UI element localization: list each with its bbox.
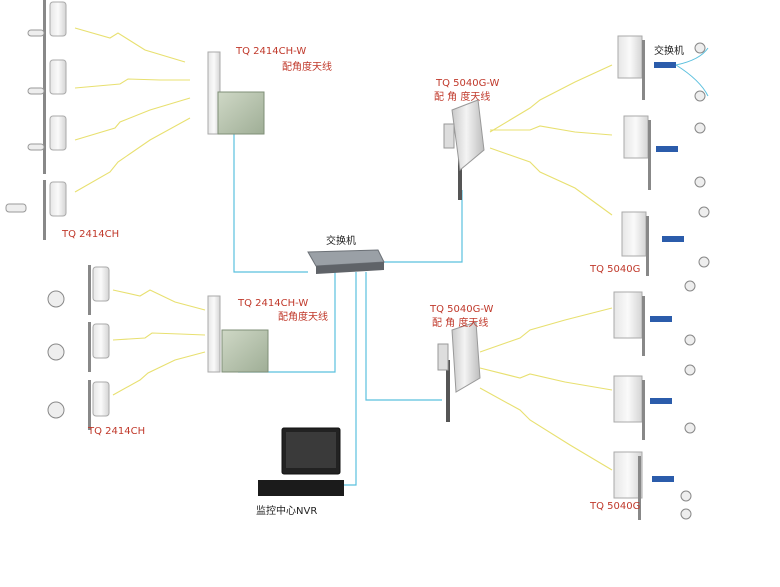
ap-right-bottom-desc-label: 配 角 度天线 <box>432 318 489 329</box>
ap-left-top-model-label: TQ 2414CH-W <box>236 46 307 57</box>
wireless-link <box>112 289 206 311</box>
cpe-right-group-5 <box>613 364 696 440</box>
ap-left-top <box>207 51 265 135</box>
switch-icon <box>650 398 672 404</box>
wired-links <box>233 130 463 486</box>
wireless-link <box>490 125 613 136</box>
camera-icon <box>684 422 696 434</box>
dome-camera-icon <box>47 343 65 361</box>
cable-ap-left-top-to-switch <box>233 130 308 273</box>
cpe-right-group-3 <box>621 206 710 276</box>
cable-ap-left-bottom-to-switch <box>238 272 336 373</box>
cpe-right-group-4 <box>613 280 696 356</box>
cpe-right-top-label: TQ 5040G <box>590 264 641 275</box>
ap-left-bottom-desc-label: 配角度天线 <box>278 312 328 323</box>
dome-camera-icon <box>47 290 65 308</box>
wireless-link <box>479 307 613 353</box>
camera-icon <box>680 508 692 520</box>
nvr-workstation <box>258 427 344 496</box>
switch-icon <box>652 476 674 482</box>
camera-icon <box>684 364 696 376</box>
ap-right-top-model-label: TQ 5040G-W <box>436 78 500 89</box>
bullet-camera-icon <box>27 29 45 37</box>
camera-icon <box>694 122 706 134</box>
wireless-link <box>479 367 613 391</box>
cpe-left-bottom-group <box>47 265 110 430</box>
camera-icon <box>694 90 706 102</box>
wireless-link <box>74 78 190 89</box>
switch-icon <box>662 236 684 242</box>
cpe-unit <box>5 180 67 240</box>
cpe-unit <box>47 380 110 430</box>
camera-icon <box>684 334 696 346</box>
nvr-label: 监控中心NVR <box>256 506 318 517</box>
cpe-unit <box>47 322 110 372</box>
ap-right-bottom <box>437 321 481 422</box>
cable-switch-to-nvr <box>344 272 357 486</box>
ap-right-top <box>443 99 485 200</box>
camera-icon <box>698 206 710 218</box>
camera-icon <box>684 280 696 292</box>
wireless-link <box>74 97 191 141</box>
cpe-unit <box>27 114 67 174</box>
top-right-switch-label: 交换机 <box>654 46 684 57</box>
cpe-right-bottom-label: TQ 5040G <box>590 501 641 512</box>
switch-central <box>307 249 385 274</box>
wireless-link <box>479 387 613 471</box>
cpe-unit <box>47 265 110 315</box>
switch-icon <box>656 146 678 152</box>
bullet-camera-icon <box>27 87 45 95</box>
cpe-unit <box>27 0 67 60</box>
wireless-link <box>74 27 186 63</box>
camera-icon <box>694 42 706 54</box>
switch-icon <box>654 62 676 68</box>
wireless-link <box>112 351 206 396</box>
wireless-link <box>74 117 191 193</box>
switch-icon <box>650 316 672 322</box>
bullet-camera-icon <box>5 203 27 213</box>
cpe-right-group-2 <box>623 115 706 190</box>
camera-icon <box>698 256 710 268</box>
wireless-link <box>489 64 613 133</box>
dome-camera-icon <box>47 401 65 419</box>
camera-icon <box>680 490 692 502</box>
camera-icon <box>694 176 706 188</box>
ap-left-bottom-model-label: TQ 2414CH-W <box>238 298 309 309</box>
wireless-links <box>74 27 613 471</box>
cpe-right-group-6 <box>613 451 692 520</box>
ap-right-top-desc-label: 配 角 度天线 <box>434 92 491 103</box>
cpe-left-top-group <box>5 0 67 240</box>
wireless-link <box>489 147 613 216</box>
bullet-camera-icon <box>27 143 45 151</box>
cable-switch-to-ap-right-top <box>378 190 463 263</box>
wireless-link <box>112 332 206 341</box>
cable-switch-to-ap-right-bottom <box>365 272 442 401</box>
cpe-left-bottom-label: TQ 2414CH <box>88 426 146 437</box>
ap-left-bottom <box>207 295 269 373</box>
ap-right-bottom-model-label: TQ 5040G-W <box>430 304 494 315</box>
cpe-unit <box>27 58 67 118</box>
cpe-left-top-label: TQ 2414CH <box>62 229 120 240</box>
ap-left-top-desc-label: 配角度天线 <box>282 62 332 73</box>
cpe-right-group-1 <box>617 35 709 102</box>
center-switch-label: 交换机 <box>326 236 356 247</box>
